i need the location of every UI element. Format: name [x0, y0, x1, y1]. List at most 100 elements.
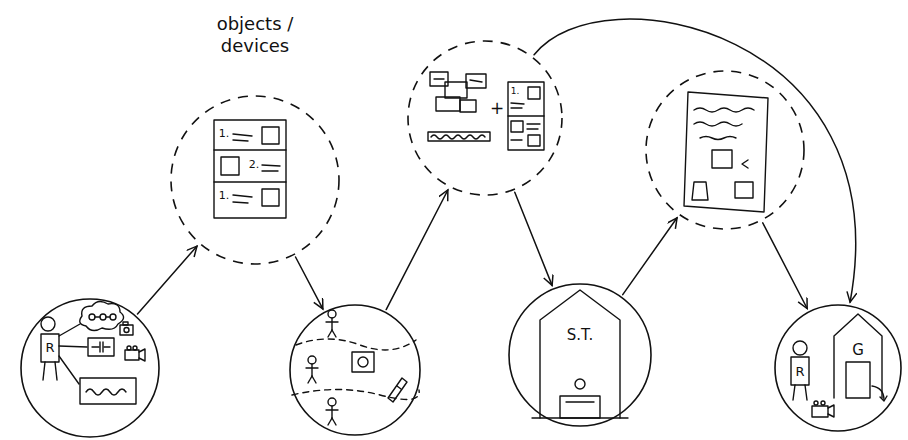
- sketch-stroke: [805, 385, 807, 400]
- sketch-stroke: [41, 317, 55, 331]
- circle-outline: [289, 304, 421, 436]
- sketch-stroke: [694, 122, 742, 126]
- sketch-stroke: [846, 362, 870, 398]
- scene-letter: G: [852, 341, 864, 359]
- sketch-stroke: [328, 398, 336, 406]
- sketch-stroke: [428, 132, 490, 141]
- circle-outline-stroke: [509, 284, 651, 426]
- circle-outline: [407, 40, 563, 196]
- sketch-stroke: [431, 135, 485, 139]
- circle-outline-stroke: [775, 305, 901, 431]
- scene-circle: RG: [774, 304, 902, 432]
- sketch-stroke: [133, 346, 137, 350]
- circle-outline: [170, 95, 340, 265]
- flow-arrow: [296, 257, 323, 309]
- sketch-stroke: [791, 357, 809, 385]
- sketch-stroke: [55, 362, 57, 380]
- sketch-stroke: [460, 100, 476, 112]
- sketch-stroke: [511, 139, 522, 140]
- sketch-stroke: [527, 128, 538, 129]
- sketch-stroke: [575, 379, 585, 389]
- sketch-stroke: [328, 418, 332, 425]
- sketch-stroke: [332, 418, 336, 425]
- sketch-stroke: [828, 405, 834, 417]
- sketch-stroke: [331, 318, 332, 330]
- sketch-stroke: [812, 406, 828, 417]
- sketch-stroke: [466, 74, 486, 88]
- sketch-stroke: [124, 328, 129, 333]
- circle-outline-stroke: [646, 71, 804, 229]
- sketch-stroke: [110, 314, 116, 320]
- sketch-stroke: [80, 301, 124, 330]
- sketch-stroke: [104, 346, 110, 347]
- return-scene: [791, 314, 887, 417]
- sketch-stroke: [692, 182, 708, 200]
- researcher-scene: [41, 301, 145, 404]
- sketch-stroke: [528, 87, 540, 99]
- sketch-stroke: [352, 352, 374, 372]
- sketch-stroke: [331, 406, 332, 418]
- sketch-stroke: [712, 150, 732, 168]
- flow-arrow: [623, 218, 677, 295]
- sketch-stroke: [560, 396, 600, 418]
- sketch-stroke: [99, 342, 100, 352]
- sketch-stroke: [397, 386, 401, 389]
- house-scene: [532, 290, 628, 418]
- circle-outline-stroke: [171, 96, 339, 264]
- sketch-stroke: [100, 314, 106, 320]
- callout-number: 1.: [511, 87, 520, 96]
- sketch-stroke: [508, 82, 544, 150]
- sketch-stroke: [95, 316, 100, 317]
- sketch-stroke: [511, 107, 522, 108]
- flow-arrow: [534, 19, 856, 302]
- sketch-stroke: [92, 346, 99, 347]
- sketch-stroke: [511, 121, 523, 132]
- sketch-stroke: [41, 334, 59, 362]
- sketch-stroke: [233, 140, 248, 141]
- sketch-stroke: [470, 80, 482, 82]
- sketch-stroke: [296, 339, 416, 350]
- sketch-stroke: [332, 330, 336, 337]
- sketch-stroke: [684, 92, 768, 212]
- sketch-stroke: [214, 181, 286, 182]
- sketch-stroke: [434, 78, 444, 79]
- sketch-stroke: [233, 195, 252, 197]
- callout-number: 1.: [219, 128, 230, 139]
- sketch-stroke: [312, 376, 316, 383]
- sketch-stroke: [88, 338, 114, 356]
- plus-sign: +: [490, 100, 504, 117]
- scene-letter: S.T.: [567, 326, 593, 344]
- sketch-stroke: [814, 401, 818, 405]
- sketch-stroke: [872, 386, 884, 400]
- scene-circle: [289, 304, 421, 436]
- sketch-stroke: [742, 160, 748, 168]
- sketch-stroke: [821, 401, 825, 405]
- sketch-stroke: [445, 82, 467, 98]
- sketch-stroke: [793, 341, 807, 355]
- field-scene: [292, 310, 419, 425]
- flow-arrow: [137, 246, 196, 314]
- sketch-stroke: [214, 149, 286, 150]
- callout-number: 1.: [219, 190, 230, 201]
- callout-number: 2.: [249, 159, 260, 170]
- sketch-stroke: [139, 349, 145, 361]
- sketch-stroke: [527, 123, 540, 124]
- sketch-stroke: [388, 378, 407, 402]
- collage-and-page: [428, 72, 544, 150]
- scene-circle: S.T.: [508, 283, 652, 427]
- sketch-stroke: [540, 290, 620, 418]
- sketch-stroke: [328, 330, 332, 337]
- dashed-circle: [645, 70, 805, 230]
- scene-letter: R: [795, 364, 804, 380]
- circle-outline: [508, 283, 652, 427]
- sketch-stroke: [308, 376, 312, 383]
- scene-letter: R: [45, 340, 54, 356]
- circle-outline: [645, 70, 805, 230]
- sketch-stroke: [59, 356, 79, 384]
- sketch-stroke: [86, 389, 126, 395]
- sketch-stroke: [262, 165, 280, 166]
- sketch-stroke: [59, 346, 87, 347]
- sketch-stroke: [880, 396, 887, 401]
- sketch-stroke: [311, 364, 312, 376]
- sketch-stroke: [735, 182, 753, 198]
